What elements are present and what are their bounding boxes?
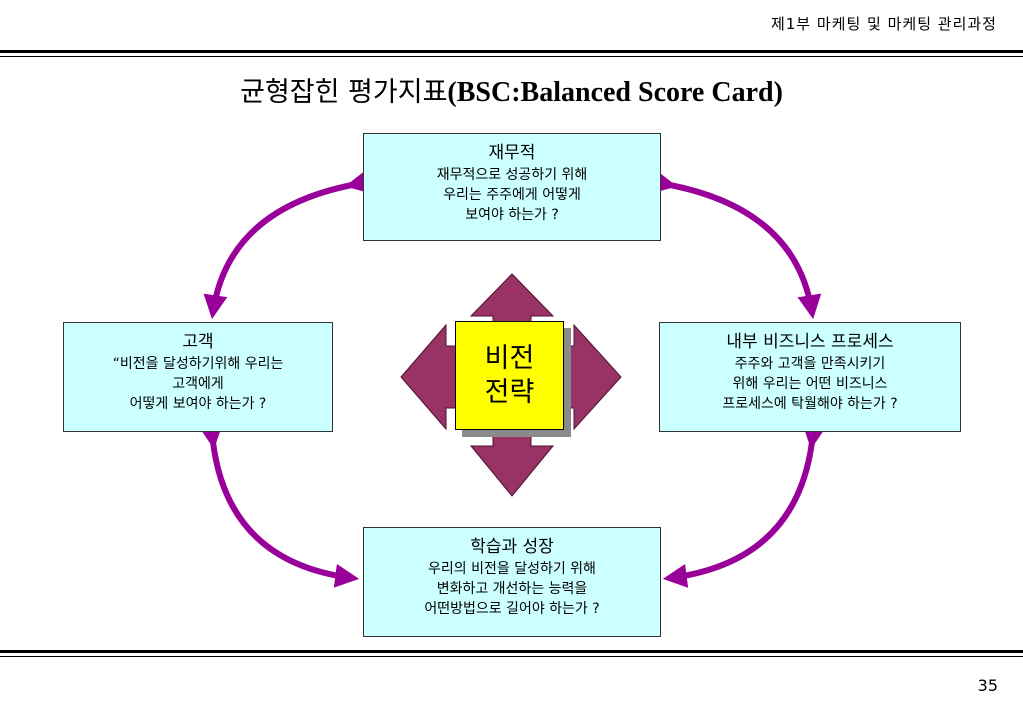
finance-line-1: 재무적으로 성공하기 위해: [436, 167, 588, 183]
bottom-divider-thin: [0, 656, 1023, 657]
title-korean: 균형잡힌 평가지표: [240, 77, 448, 108]
customer-line-2: 고객에게: [172, 376, 224, 392]
finance-line-2: 우리는 주주에게 어떻게: [443, 187, 581, 203]
cycle-arrow-finance-internal: [651, 169, 822, 320]
vision-strategy-box: 비전 전략: [455, 321, 564, 430]
slide-title: 균형잡힌 평가지표(BSC:Balanced Score Card): [0, 70, 1023, 109]
cycle-arrow-customer-learning: [199, 423, 360, 588]
internal-heading: 내부 비즈니스 프로세스: [726, 332, 894, 352]
finance-line-3: 보여야 하는가 ?: [465, 207, 559, 223]
learning-line-3: 어떤방법으로 길어야 하는가 ?: [424, 601, 600, 617]
learning-line-2: 변화하고 개선하는 능력을: [436, 581, 588, 597]
customer-box: 고객 “비전을 달성하기위해 우리는 고객에게 어떻게 보여야 하는가 ?: [63, 322, 333, 432]
cycle-arrow-finance-customer: [203, 169, 371, 320]
top-divider-thin: [0, 56, 1023, 57]
title-english: (BSC:Balanced Score Card): [447, 77, 783, 108]
customer-line-3: 어떻게 보여야 하는가 ?: [129, 396, 267, 412]
strategy-label: 전략: [484, 376, 535, 408]
bottom-divider: [0, 650, 1023, 653]
customer-heading: 고객: [182, 332, 214, 352]
learning-line-1: 우리의 비전을 달성하기 위해: [428, 561, 596, 577]
customer-line-1: “비전을 달성하기위해 우리는: [112, 356, 284, 372]
finance-heading: 재무적: [488, 143, 536, 163]
internal-process-box: 내부 비즈니스 프로세스 주주와 고객을 만족시키기 위해 우리는 어떤 비즈니…: [659, 322, 961, 432]
top-divider: [0, 50, 1023, 53]
page-number: 35: [977, 676, 998, 695]
learning-growth-box: 학습과 성장 우리의 비전을 달성하기 위해 변화하고 개선하는 능력을 어떤방…: [363, 527, 661, 637]
internal-line-2: 위해 우리는 어떤 비즈니스: [732, 376, 888, 392]
finance-box: 재무적 재무적으로 성공하기 위해 우리는 주주에게 어떻게 보여야 하는가 ?: [363, 133, 661, 241]
section-header: 제1부 마케팅 및 마케팅 관리과정: [770, 15, 997, 33]
cycle-arrow-internal-learning: [662, 423, 827, 588]
learning-heading: 학습과 성장: [470, 537, 554, 557]
internal-line-3: 프로세스에 탁월해야 하는가 ?: [722, 396, 898, 412]
internal-line-1: 주주와 고객을 만족시키기: [734, 356, 886, 372]
vision-label: 비전: [484, 342, 535, 374]
